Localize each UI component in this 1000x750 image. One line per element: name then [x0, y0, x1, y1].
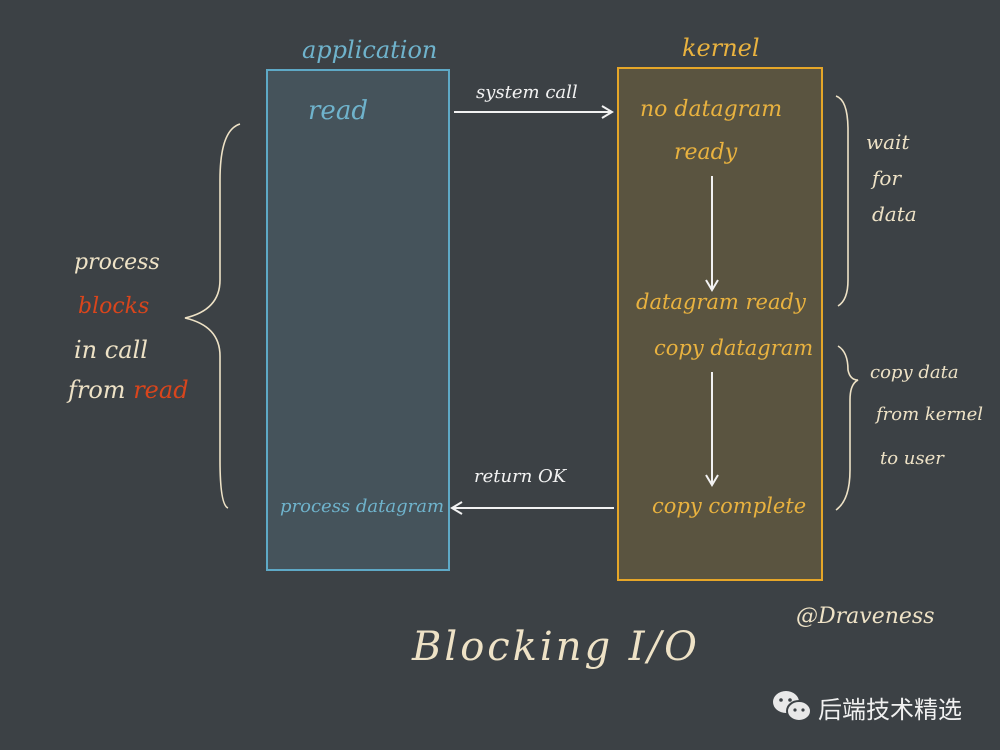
copy-line-3: to user	[880, 448, 944, 469]
left-line-1: process	[74, 250, 160, 275]
signature: @Draveness	[796, 604, 935, 629]
application-label: application	[302, 36, 438, 64]
kernel-box	[617, 67, 823, 581]
return-ok-label: return OK	[474, 466, 567, 487]
system-call-arrow	[454, 105, 614, 119]
return-arrow	[450, 501, 614, 515]
copy-line-2: from kernel	[876, 404, 984, 425]
kernel-label: kernel	[682, 34, 760, 62]
wait-line-1: wait	[866, 130, 910, 154]
wait-line-2: for	[872, 166, 902, 190]
read-label: read	[308, 96, 368, 126]
from-text: from	[68, 376, 134, 404]
wechat-icon	[770, 688, 814, 724]
left-line-2: blocks	[78, 294, 150, 319]
system-call-label: system call	[476, 82, 578, 103]
copy-brace	[835, 345, 859, 511]
datagram-ready-label: datagram ready	[636, 290, 806, 314]
left-brace	[184, 123, 241, 509]
left-line-3: in call	[74, 336, 148, 364]
wait-line-3: data	[872, 202, 917, 226]
copy-complete-label: copy complete	[652, 494, 807, 518]
wait-brace	[835, 95, 849, 307]
kernel-arrow-2	[705, 372, 719, 487]
copy-datagram-label: copy datagram	[654, 336, 814, 360]
left-line-4: from read	[68, 376, 189, 404]
kernel-arrow-1	[705, 176, 719, 292]
ready-label: ready	[674, 140, 738, 165]
diagram-title: Blocking I/O	[412, 624, 700, 670]
application-box	[266, 69, 450, 571]
watermark: 后端技术精选	[818, 696, 962, 724]
read-text: read	[133, 376, 189, 404]
copy-line-1: copy data	[870, 362, 959, 383]
no-datagram-label: no datagram	[640, 97, 783, 122]
process-datagram-label: process datagram	[280, 496, 445, 517]
